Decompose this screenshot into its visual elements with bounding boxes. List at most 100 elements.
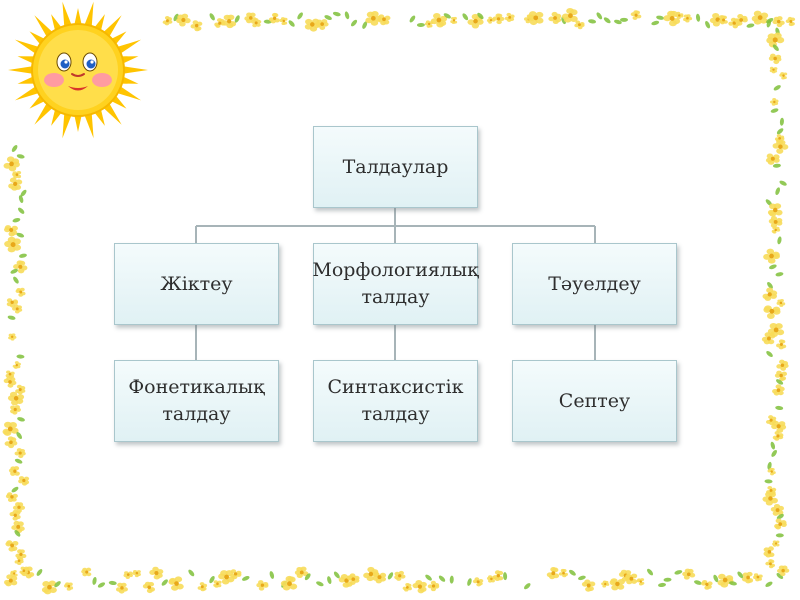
leaf: [776, 128, 784, 135]
flower: [769, 98, 779, 106]
leaf: [776, 513, 784, 520]
leaf: [646, 568, 654, 576]
leaf: [14, 530, 21, 537]
flower: [427, 580, 440, 592]
sun-ray: [17, 75, 37, 84]
flower: [767, 467, 776, 476]
flower: [377, 14, 391, 26]
leaf: [523, 583, 531, 590]
leaf: [772, 163, 781, 168]
leaf: [779, 117, 784, 126]
leaf: [209, 13, 215, 21]
flower: [4, 225, 18, 237]
leaf: [766, 350, 773, 358]
flower: [777, 565, 790, 577]
leaf: [18, 195, 24, 203]
flower: [504, 12, 515, 22]
flower: [762, 287, 778, 301]
sun-ray: [62, 111, 73, 139]
leaf: [173, 13, 179, 22]
leaf: [770, 441, 776, 450]
leaf: [746, 23, 755, 28]
leaf: [771, 449, 777, 457]
sun-ray: [17, 56, 37, 65]
leaf: [694, 580, 702, 585]
sun-ray: [102, 101, 122, 125]
leaf: [16, 432, 23, 440]
flower: [251, 18, 262, 28]
diagram-node-level2-right: Тәуелдеу: [512, 243, 677, 325]
flower: [268, 12, 280, 24]
sun-ray: [119, 75, 139, 84]
leaf: [614, 19, 622, 25]
flower: [768, 216, 783, 228]
leaf: [779, 180, 787, 186]
leaf: [767, 281, 773, 289]
flower: [765, 559, 776, 569]
flower: [430, 12, 448, 28]
leaf: [387, 572, 394, 580]
leaf: [449, 575, 454, 584]
flower: [190, 20, 203, 32]
flower: [3, 376, 17, 388]
flower: [741, 571, 754, 584]
flower: [19, 566, 29, 575]
flower: [624, 573, 638, 585]
diagram-node-level3-left: Фонетикалық талдау: [114, 360, 279, 442]
flower: [663, 10, 681, 27]
leaf: [620, 17, 629, 22]
flower: [701, 579, 713, 590]
flower: [772, 384, 785, 396]
flower: [5, 492, 18, 503]
leaf: [350, 19, 358, 27]
leaf: [17, 417, 25, 422]
leaf: [92, 576, 97, 585]
flower: [561, 7, 578, 23]
leaf: [729, 581, 737, 586]
flower: [7, 391, 25, 406]
leaf: [651, 20, 660, 26]
smiling-sun-icon: [8, 1, 148, 139]
leaf: [769, 264, 777, 270]
flower: [4, 436, 18, 449]
leaf: [36, 569, 43, 576]
flower: [601, 580, 610, 588]
flower: [772, 139, 789, 154]
flower: [763, 305, 781, 319]
flower: [450, 16, 458, 24]
flower: [763, 546, 775, 558]
leaf: [663, 577, 672, 582]
flower: [123, 571, 133, 579]
leaf: [13, 276, 19, 284]
flower: [636, 578, 645, 586]
leaf: [766, 18, 774, 24]
leaf: [443, 13, 451, 19]
flower: [115, 582, 128, 594]
leaf: [16, 354, 25, 359]
leaf: [467, 578, 472, 586]
leaf: [17, 207, 25, 214]
flower: [149, 566, 164, 580]
flower: [751, 10, 769, 25]
leaf: [775, 187, 780, 195]
sun-ray: [102, 15, 122, 39]
flower: [168, 576, 184, 591]
leaf: [656, 15, 665, 20]
sun-left-cheek: [44, 73, 64, 87]
flower: [14, 556, 24, 565]
flower: [771, 420, 787, 433]
flower: [402, 582, 412, 592]
flower: [142, 581, 156, 594]
leaf: [10, 268, 18, 274]
flower: [315, 19, 329, 30]
sun-ray: [119, 56, 139, 65]
leaf: [14, 458, 23, 464]
leaf: [362, 21, 368, 29]
leaf: [316, 581, 324, 587]
leaf: [409, 15, 416, 23]
leaf: [569, 569, 576, 576]
sun-ray: [14, 39, 41, 55]
flower: [548, 11, 562, 25]
flower: [14, 448, 26, 459]
